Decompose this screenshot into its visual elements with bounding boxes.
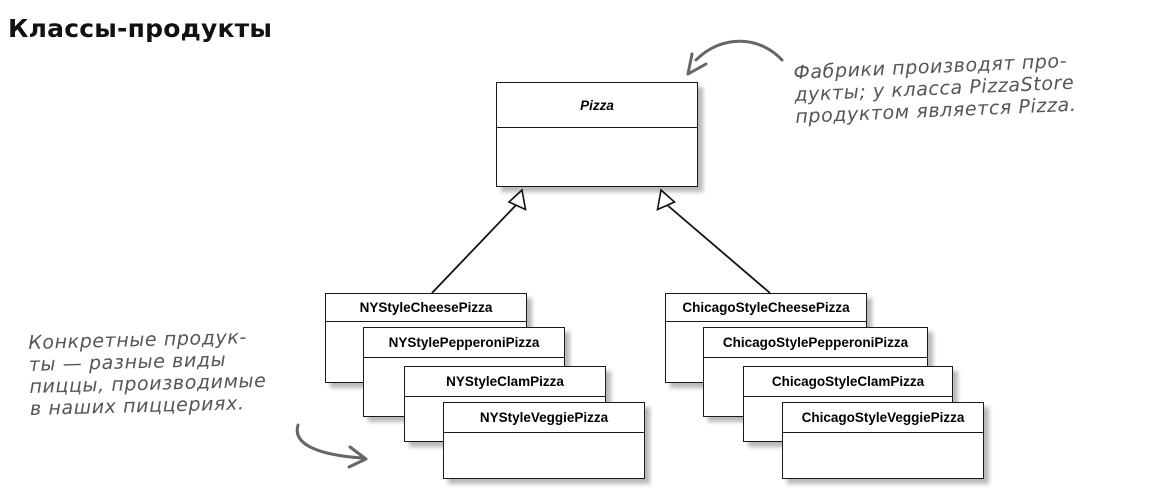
class-pizza: Pizza <box>496 82 698 187</box>
class-chicago-veggie: ChicagoStyleVeggiePizza <box>782 402 984 479</box>
class-name: ChicagoStylePepperoniPizza <box>704 328 927 358</box>
class-name: NYStyleCheesePizza <box>326 294 526 322</box>
class-name: NYStyleClamPizza <box>405 367 605 397</box>
inheritance-arrowhead-chicago <box>656 188 676 211</box>
class-ny-veggie: NYStyleVeggiePizza <box>443 402 645 479</box>
class-name: Pizza <box>497 83 697 128</box>
inheritance-line-ny <box>431 203 518 294</box>
annotation-arrow-top <box>694 39 784 62</box>
inheritance-arrowhead-ny <box>507 188 527 211</box>
class-name: ChicagoStyleClamPizza <box>744 367 952 397</box>
arrowhead-icon <box>686 52 708 76</box>
inheritance-line-chicago <box>665 203 771 294</box>
class-name: ChicagoStyleCheesePizza <box>666 294 866 322</box>
annotation-arrow-left <box>295 423 364 460</box>
class-name: ChicagoStyleVeggiePizza <box>783 403 983 433</box>
arrowhead-icon <box>347 445 368 469</box>
class-name: NYStylePepperoniPizza <box>364 328 564 358</box>
class-name: NYStyleVeggiePizza <box>444 403 644 433</box>
page-title: Классы-продукты <box>8 14 273 43</box>
